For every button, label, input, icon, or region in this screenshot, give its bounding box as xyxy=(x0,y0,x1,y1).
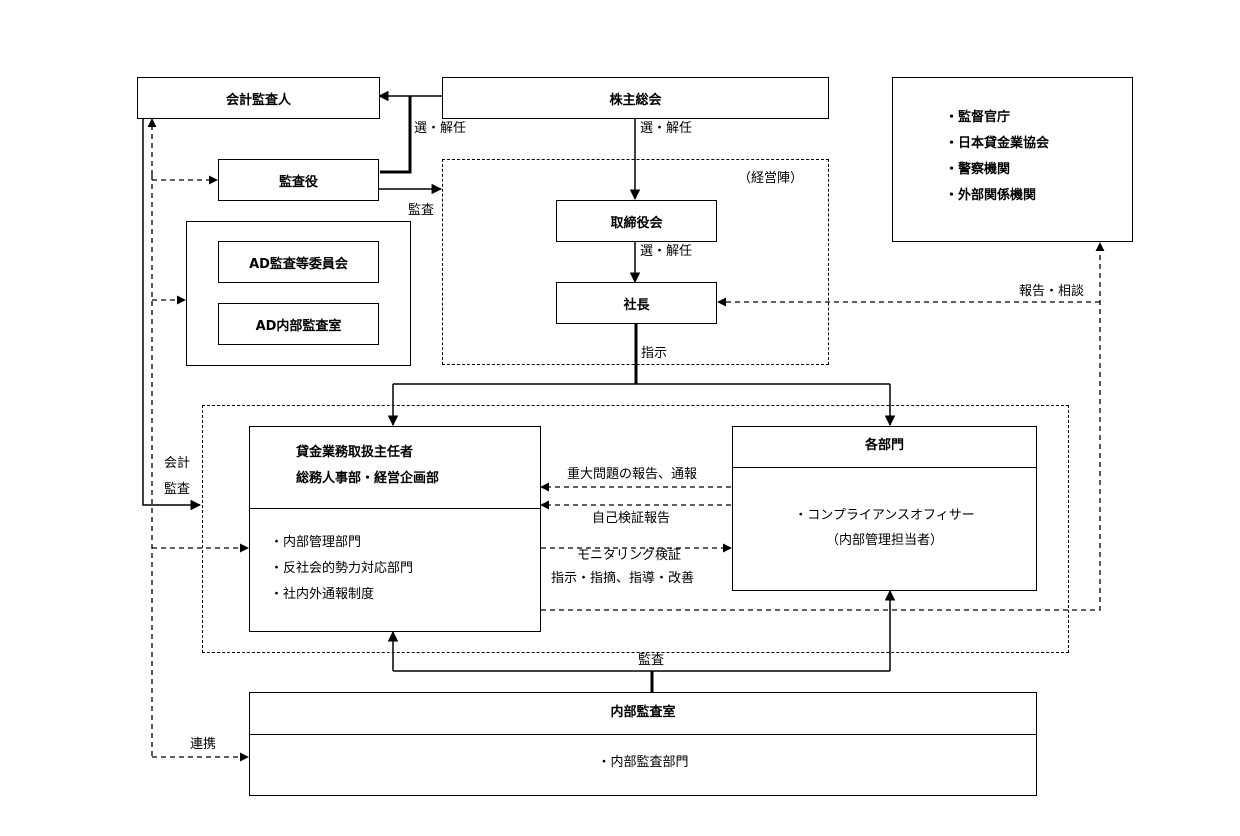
ad-internal-audit-box: AD内部監査室 xyxy=(218,303,379,345)
president-box: 社長 xyxy=(556,282,717,324)
label-report-consult: 報告・相談 xyxy=(1019,284,1085,299)
internal-control-list: ・内部管理部門 ・反社会的勢力対応部門 ・社内外通報制度 xyxy=(270,530,413,608)
ad-group xyxy=(186,221,411,366)
label-accounting: 会計 xyxy=(164,456,191,471)
departments-box: 各部門 ・コンプライアンスオフィサー （内部管理担当者） xyxy=(732,426,1037,591)
departments-title: 各部門 xyxy=(864,438,904,453)
label-elect-dismiss-board: 選・解任 xyxy=(640,121,693,136)
label-internal-audit: 監査 xyxy=(638,653,665,668)
lending-manager-box: 貸金業務取扱主任者 総務人事部・経営企画部 ・内部管理部門 ・反社会的勢力対応部… xyxy=(249,426,541,632)
label-major-issue: 重大問題の報告、通報 xyxy=(567,467,698,482)
statutory-auditor-box: 監査役 xyxy=(218,159,379,201)
internal-control-item: ・内部管理部門 xyxy=(270,535,362,550)
label-coordination: 連携 xyxy=(190,737,217,752)
external-org-item: ・外部関係機関 xyxy=(945,188,1037,203)
external-org-item: ・監督官庁 xyxy=(945,110,1011,125)
label-monitoring: モニタリング検証 xyxy=(577,548,682,563)
compliance-group xyxy=(202,405,1069,653)
lending-manager-dept: 総務人事部・経営企画部 xyxy=(296,471,440,486)
bracket-auditor-link xyxy=(380,96,412,174)
internal-audit-room-divider xyxy=(250,734,1036,735)
internal-audit-room-title: 内部監査室 xyxy=(610,705,676,720)
label-instruction: 指示 xyxy=(641,346,668,361)
external-orgs-list: ・監督官庁 ・日本貸金業協会 ・警察機関 ・外部関係機関 xyxy=(945,105,1049,209)
board-box: 取締役会 xyxy=(556,200,717,242)
external-org-item: ・警察機関 xyxy=(945,162,1011,177)
management-group xyxy=(442,159,829,365)
label-self-verify: 自己検証報告 xyxy=(592,511,671,526)
auditor-accountant-box: 会計監査人 xyxy=(137,77,380,119)
compliance-officer-note: （内部管理担当者） xyxy=(825,533,943,548)
departments-divider xyxy=(733,467,1036,468)
management-label: （経営陣） xyxy=(738,171,804,186)
lending-manager-divider xyxy=(250,508,540,509)
external-org-item: ・日本貸金業協会 xyxy=(945,136,1050,151)
ad-audit-committee-box: AD監査等委員会 xyxy=(218,241,379,283)
compliance-officer: ・コンプライアンスオフィサー xyxy=(794,508,975,523)
label-elect-dismiss-auditor: 選・解任 xyxy=(414,121,467,136)
arrow-accounting-audit xyxy=(142,118,202,511)
lending-manager-title: 貸金業務取扱主任者 xyxy=(296,445,414,460)
shareholders-box: 株主総会 xyxy=(442,77,829,119)
label-audit-management: 監査 xyxy=(408,203,435,218)
internal-audit-dept: ・内部監査部門 xyxy=(597,755,689,770)
internal-audit-room-box: 内部監査室 ・内部監査部門 xyxy=(249,692,1037,796)
internal-control-item: ・社内外通報制度 xyxy=(270,587,375,602)
label-accounting-audit: 監査 xyxy=(164,482,191,497)
internal-control-item: ・反社会的勢力対応部門 xyxy=(270,561,414,576)
label-instruct-guide: 指示・指摘、指導・改善 xyxy=(551,571,695,586)
arrow-report-external xyxy=(541,242,1105,611)
external-orgs-box: ・監督官庁 ・日本貸金業協会 ・警察機関 ・外部関係機関 xyxy=(892,77,1133,242)
label-elect-dismiss-president: 選・解任 xyxy=(640,244,693,259)
